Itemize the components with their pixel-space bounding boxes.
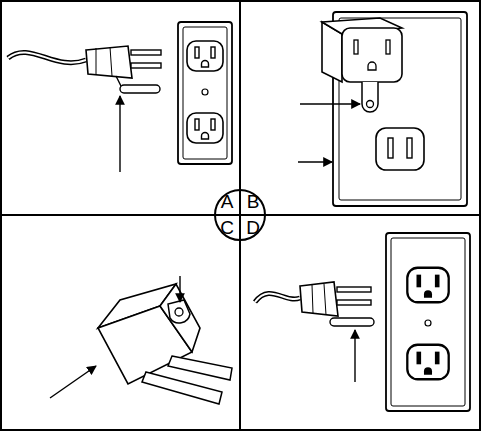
adapter-slot xyxy=(386,40,390,54)
ground-tab xyxy=(362,82,378,112)
adapter-face xyxy=(342,28,402,82)
plug-ridge xyxy=(96,47,112,76)
panel-divider xyxy=(0,214,481,216)
wall-plate-inner xyxy=(339,18,461,200)
wall-plate xyxy=(178,22,232,164)
panel-letter: A xyxy=(214,189,240,215)
plug-prong xyxy=(337,300,371,305)
plug-prong xyxy=(337,287,371,292)
outlet-slot xyxy=(407,138,412,158)
leader-arrow xyxy=(298,161,332,162)
wall-plate xyxy=(386,233,470,411)
panel-letter: D xyxy=(240,215,266,241)
adapter-ground-hole xyxy=(368,62,376,70)
plate-screw xyxy=(367,101,374,108)
outlet xyxy=(187,113,223,143)
wall-plate-inner xyxy=(183,27,227,159)
key-circle xyxy=(215,190,265,240)
ground-tab xyxy=(168,300,190,323)
tab-hole xyxy=(175,308,183,316)
leader-arrow xyxy=(300,103,360,104)
wall-plate xyxy=(333,12,467,206)
plug-prong xyxy=(131,63,161,68)
leader-arrow xyxy=(50,366,96,398)
plug-body xyxy=(300,282,338,316)
panel-key-circle: ABCD xyxy=(214,189,266,241)
outlet xyxy=(187,41,223,71)
plug-prong xyxy=(131,50,161,55)
adapter-slot xyxy=(354,40,358,54)
outlet xyxy=(376,128,424,170)
panel-c-art xyxy=(50,276,232,404)
outlet-slot xyxy=(388,138,393,158)
key-divider xyxy=(215,214,265,216)
outlet xyxy=(407,345,448,380)
wall-plate-inner xyxy=(391,238,465,406)
adapter-blade xyxy=(142,372,222,404)
plate-screw xyxy=(425,320,431,326)
panel-letter: B xyxy=(240,189,266,215)
plug-ridge xyxy=(312,284,326,315)
plate-screw xyxy=(202,89,208,95)
leader-arrow xyxy=(179,276,180,302)
panel-d-art xyxy=(255,233,470,411)
power-cord xyxy=(8,52,86,62)
outlet xyxy=(407,268,448,303)
panel-a-art xyxy=(8,22,232,172)
power-cord xyxy=(255,293,300,302)
plug-body xyxy=(86,46,132,78)
power-cord xyxy=(8,52,86,62)
leader-arrow xyxy=(354,330,355,382)
ground-prong xyxy=(330,318,374,326)
adapter-blade xyxy=(168,356,232,380)
panel-b-art xyxy=(298,12,467,206)
panel-letter: C xyxy=(214,215,240,241)
leader-arrow xyxy=(119,96,120,172)
power-cord xyxy=(255,293,300,302)
ground-prong xyxy=(120,85,160,93)
